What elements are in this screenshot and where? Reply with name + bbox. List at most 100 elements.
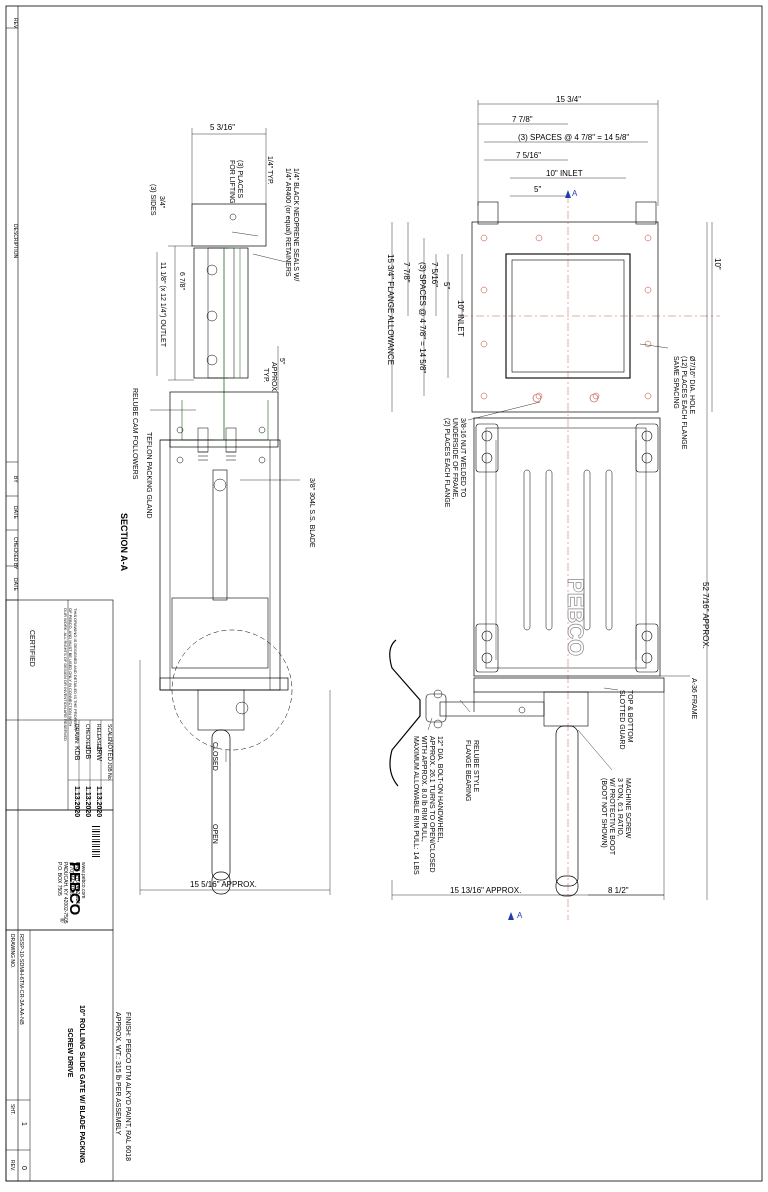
- nut-note: 3/8-16 NUT WELDED TO: [459, 418, 466, 498]
- closed-label: CLOSED: [211, 742, 218, 771]
- barcode-graphic: [92, 826, 100, 857]
- seals-note-2: 1/4" AR400 (or equal) RETAINERS: [284, 168, 291, 277]
- body-logo: PEBCO: [563, 578, 588, 656]
- sides-note: (3) SIDES: [149, 184, 156, 216]
- section-arrow-bottom: [508, 912, 514, 920]
- dim-v-half: 7 7/8": [402, 262, 411, 283]
- section-aa-label: SECTION A-A: [119, 513, 129, 572]
- date-header: DATE: [12, 506, 18, 520]
- typ-note: 1/4" TYP.: [266, 156, 273, 185]
- plan-stem: [555, 725, 579, 887]
- plan-handwheel: [389, 639, 421, 787]
- handwheel-note-3: WITH APPROX. 8.0 lb RIM PULL,: [420, 736, 427, 842]
- dim-v-inlet: 10" INLET: [456, 300, 465, 337]
- screw-note: MACHINE SCREW: [624, 778, 631, 839]
- plan-section-markers: A A: [508, 189, 578, 920]
- section-marker-top: A: [572, 189, 578, 198]
- section-top-flange: [191, 203, 267, 247]
- company-mark: ®: [58, 918, 65, 923]
- checked-date: 1.13.2020: [84, 786, 91, 817]
- section-labels: SECTION A-A 1/4" BLACK NEOPRENE SEALS W/…: [119, 123, 315, 889]
- six-eighths-note: 6 7/8": [178, 272, 185, 291]
- date2-header: DATE: [12, 578, 18, 592]
- holes-note-3: SAME SPACING: [672, 356, 679, 409]
- address-line-3: (270) 442-1985: [68, 862, 74, 896]
- by-header: BY: [12, 476, 18, 483]
- released-by: JRW: [95, 746, 102, 761]
- section-handwheel-circle: [171, 629, 293, 751]
- rev-number: 0: [20, 1166, 27, 1170]
- section-gland-housing: [169, 391, 279, 448]
- dim-seven-five: 7 5/16": [516, 151, 541, 160]
- title-block: REV DESCRIPTION BY DATE CHECKED BY DATE …: [5, 6, 131, 1182]
- drawn-by: KDB: [73, 746, 80, 761]
- rev-header: REV: [12, 18, 18, 29]
- teflon-note: TEFLON PACKING GLAND: [145, 432, 152, 519]
- certified-label: CERTIFIED: [28, 630, 35, 667]
- plan-guard-slots: [523, 469, 613, 631]
- address-line-4: FAX (270) 442-9214: [74, 862, 80, 907]
- bearing-note: RELUBE STYLE: [472, 740, 479, 792]
- plan-cam-followers: [475, 423, 659, 673]
- address-line-5: www.pebco.com: [80, 862, 86, 898]
- address-line-2: PADUCAH, KY 42002-7505: [62, 862, 68, 924]
- lifting-note-2: FOR LIFTING: [228, 160, 235, 204]
- weight-note: APPROX. WT.: 315 lb PER ASSEMBLY: [114, 1012, 121, 1136]
- drawing-no-label: DRAWING NO.: [9, 934, 15, 968]
- guard-note-2: SLOTTED GUARD: [618, 690, 625, 750]
- checked-label: CHECKED:: [84, 724, 90, 750]
- outer-border: [5, 5, 763, 1182]
- section-bottom-width: 15 5/16" APPROX.: [190, 880, 257, 889]
- sheet-label: SHT.: [9, 1104, 15, 1115]
- plan-gearbox: [543, 691, 589, 727]
- dim-overall-length: 52 7/16" APPROX.: [701, 582, 710, 649]
- dim-bottom-width: 15 13/16" APPROX.: [450, 886, 521, 895]
- released-date: 1.13.2020: [95, 786, 102, 817]
- finish-note: FINISH: PEBCO DTM ALKYD PAINT, RAL 6018: [124, 1012, 131, 1161]
- plan-view: [389, 100, 720, 920]
- plan-inlet-flange: [471, 221, 659, 413]
- section-marker-bottom: A: [517, 911, 523, 920]
- scale-value: NOTED: [106, 740, 112, 762]
- dim-handwheel-offset: 8 1/2": [608, 886, 629, 895]
- drawing-title-1: 10" ROLLING SLIDE GATE W/ BLADE PACKING: [78, 1005, 85, 1164]
- section-stem: [211, 729, 231, 881]
- dim-v-spaces: (3) SPACES @ 4 7/8" = 14 5/8": [418, 262, 427, 373]
- three-quarter-note: 3/4": [158, 196, 165, 209]
- company-logo: PEBCO: [66, 862, 83, 916]
- screw-note-3: W/ PROTECTIVE BOOT: [608, 778, 615, 856]
- dim-flange-allowance: 15 3/4" FLANGE ALLOWANCE: [386, 254, 395, 365]
- cam-followers-note: RELUBE CAM FOLLOWERS: [131, 388, 138, 480]
- section-gear-box: [171, 597, 269, 669]
- guard-note: TOP & BOTTOM: [626, 690, 633, 743]
- job-label: JOB No.: [106, 762, 112, 781]
- screw-note-4: (BOOT NOT SHOWN): [600, 778, 607, 848]
- dim-overall-width: 15 3/4": [556, 95, 581, 104]
- nut-note-2: UNDERSIDE OF FRAME,: [451, 418, 458, 499]
- dim-hole-spaces: (3) SPACES @ 4 7/8" = 14 5/8": [518, 133, 629, 142]
- section-frame: [159, 439, 281, 691]
- screw-note-2: 3 TON, 6:1 RATIO,: [616, 778, 623, 837]
- section-top-width: 5 3/16": [210, 123, 235, 132]
- plan-body-frame: [473, 417, 661, 677]
- dim-inlet-width: 10" INLET: [546, 169, 583, 178]
- open-label: OPEN: [211, 824, 218, 844]
- handwheel-note: 12" DIA. BOLT-ON HANDWHEEL,: [436, 736, 443, 843]
- dim-half-width: 7 7/8": [512, 115, 533, 124]
- description-header: DESCRIPTION: [12, 224, 18, 259]
- drawn-label: DRAWN:: [73, 724, 79, 744]
- blade-note: 3/8" 304L S.S. BLADE: [308, 478, 315, 548]
- rev-label: REV.: [9, 1160, 15, 1171]
- checked-by-header: CHECKED BY: [12, 537, 18, 570]
- dim-ten: 10": [713, 258, 722, 270]
- outlet-note: 11 1/8" (x 12 1/4") OUTLET: [159, 262, 166, 348]
- bearing-note-2: FLANGE BEARING: [464, 740, 471, 801]
- handwheel-note-2: APPROX. 26.1 TURNS TO OPEN/CLOSED: [428, 736, 435, 873]
- approx-typ-3: TYP.: [262, 368, 269, 383]
- dim-five-inch: 5": [534, 185, 541, 194]
- address-line-1: P.O. BOX 7505: [56, 862, 62, 896]
- drawn-date: 1.13.2020: [73, 786, 80, 817]
- released-label: RELEASED:: [95, 724, 101, 752]
